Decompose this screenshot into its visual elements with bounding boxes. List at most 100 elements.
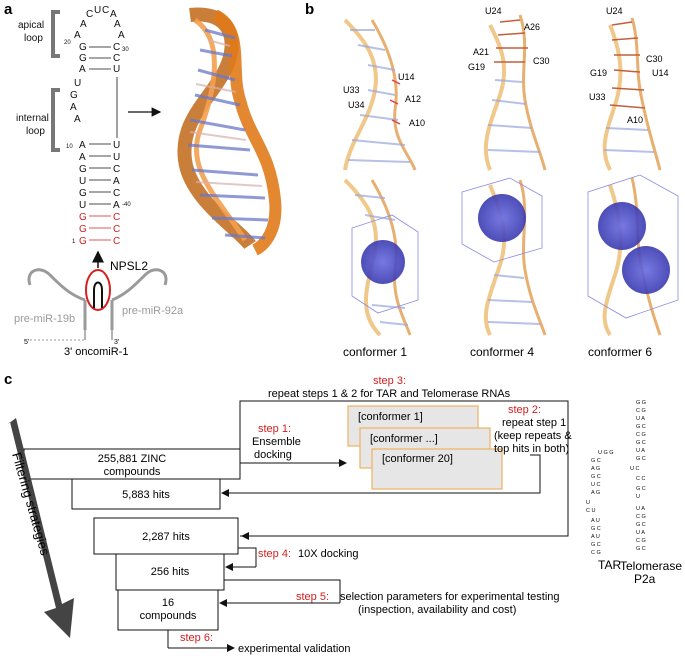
conformer-4-top <box>483 14 547 171</box>
telomerase-structure: G G C GU AG C C GG CU A G CU CC C G CU U… <box>630 400 646 552</box>
stem-left: G <box>79 164 87 175</box>
conformer-stack: [conformer 1] [conformer ...] [conformer… <box>347 405 503 490</box>
stem-right: A <box>113 200 120 211</box>
svg-text:U A: U A <box>636 448 645 454</box>
step4-label: step 4: <box>258 548 291 560</box>
conformer-4-docking <box>461 177 547 336</box>
step4-text: 10X docking <box>298 548 359 560</box>
svg-text:G C: G C <box>636 522 646 528</box>
conf6-label-a10: A10 <box>627 115 643 125</box>
conformer-6-caption: conformer 6 <box>588 345 652 359</box>
svg-text:A G: A G <box>591 490 600 496</box>
stem-left: A <box>79 140 86 151</box>
step1-text-1: Ensemble <box>252 436 301 448</box>
conformer-box-1-label: [conformer 1] <box>358 411 423 423</box>
internal-letter: G <box>70 90 78 101</box>
conf1-label-a10: A10 <box>409 118 425 128</box>
three-prime-small-label: 3' <box>114 339 119 346</box>
funnel-box-1 <box>23 448 241 480</box>
loop-letter: A <box>110 9 117 20</box>
pos-10: 10 <box>66 144 73 150</box>
panel-a-letter: a <box>4 1 13 18</box>
terminal-right: C <box>113 224 120 235</box>
loop-letter: U <box>94 5 101 16</box>
stem-left: U <box>79 176 86 187</box>
stem-left: G <box>79 188 87 199</box>
step1-label: step 1: <box>258 423 291 435</box>
terminal-right: C <box>113 212 120 223</box>
svg-text:U A: U A <box>636 506 645 512</box>
terminal-right: C <box>113 236 120 247</box>
npsl2-label: NPSL2 <box>110 259 148 273</box>
step6-text: experimental validation <box>238 643 351 655</box>
svg-text:U A: U A <box>636 416 645 422</box>
stem-right: C <box>113 164 120 175</box>
paired-stem: A A G U G U U U C A C A <box>79 140 120 211</box>
funnel-box-1-line-1: 255,881 ZINC <box>98 453 167 465</box>
oncomir-cluster <box>27 268 168 341</box>
five-prime-label: 5' <box>24 339 29 346</box>
conf1-label-u33: U33 <box>343 85 360 95</box>
svg-text:U G G: U G G <box>598 450 614 456</box>
step1-text-2: docking <box>254 449 292 461</box>
svg-text:A G: A G <box>591 466 600 472</box>
pos-1: 1 <box>72 239 76 245</box>
conf4-label-a21: A21 <box>473 47 489 57</box>
tar-label: TAR <box>598 558 621 572</box>
terminal-pairs: G G G C C C <box>79 212 120 247</box>
conf4-label-u24: U24 <box>485 6 502 16</box>
left-letter: G <box>79 42 87 53</box>
stem-right: U <box>113 152 120 163</box>
panel-b-letter: b <box>305 1 314 18</box>
svg-text:A U: A U <box>591 534 600 540</box>
conformer-6-docking <box>587 174 679 337</box>
conformer-1-top <box>343 18 417 171</box>
telomerase-label-2: P2a <box>634 572 656 586</box>
svg-text:G C: G C <box>636 424 646 430</box>
step2-return-line <box>222 454 541 494</box>
conf1-label-a12: A12 <box>405 94 421 104</box>
left-letter: A <box>80 19 87 30</box>
conformer-box-2-label: [conformer ...] <box>370 433 438 445</box>
conformer-4-caption: conformer 4 <box>470 345 534 359</box>
stem-left: U <box>79 200 86 211</box>
rna-3d-ensemble <box>177 7 282 256</box>
funnel-box-3-label: 2,287 hits <box>142 531 190 543</box>
internal-letter: A <box>74 114 81 125</box>
svg-text:G C: G C <box>591 542 601 548</box>
svg-text:U: U <box>586 500 590 506</box>
funnel-box-4-label: 256 hits <box>151 566 190 578</box>
svg-text:U A: U A <box>636 530 645 536</box>
left-letter: A <box>79 64 86 75</box>
funnel-box-1-line-2: compounds <box>104 466 161 478</box>
terminal-left: G <box>79 236 87 247</box>
stem-left: A <box>79 152 86 163</box>
filtering-arrow <box>8 418 74 638</box>
right-letter: A <box>118 30 125 41</box>
step3-label: step 3: <box>373 375 406 387</box>
svg-text:G C: G C <box>636 440 646 446</box>
stem-right: A <box>113 176 120 187</box>
step5-label: step 5: <box>296 591 329 603</box>
conf6-label-u24: U24 <box>606 6 623 16</box>
funnel-box-5-line-2: compounds <box>140 610 197 622</box>
left-letter: G <box>79 53 87 64</box>
funnel-box-5-line-1: 16 <box>162 597 174 609</box>
svg-text:U: U <box>636 494 640 500</box>
terminal-left: G <box>79 212 87 223</box>
svg-text:C G: C G <box>636 514 646 520</box>
funnel-box-4 <box>115 553 225 591</box>
svg-text:C U: C U <box>586 508 596 514</box>
svg-text:G C: G C <box>636 456 646 462</box>
right-letter: C <box>113 42 120 53</box>
svg-text:G C: G C <box>636 546 646 552</box>
apical-loop-bracket <box>51 10 60 58</box>
internal-letter: U <box>74 78 81 89</box>
funnel-box-5 <box>117 589 219 631</box>
svg-text:G C: G C <box>636 486 646 492</box>
conf4-label-g19: G19 <box>468 62 485 72</box>
terminal-left: G <box>79 224 87 235</box>
conformer-box-3 <box>371 448 503 490</box>
loop-letter: C <box>86 9 93 20</box>
